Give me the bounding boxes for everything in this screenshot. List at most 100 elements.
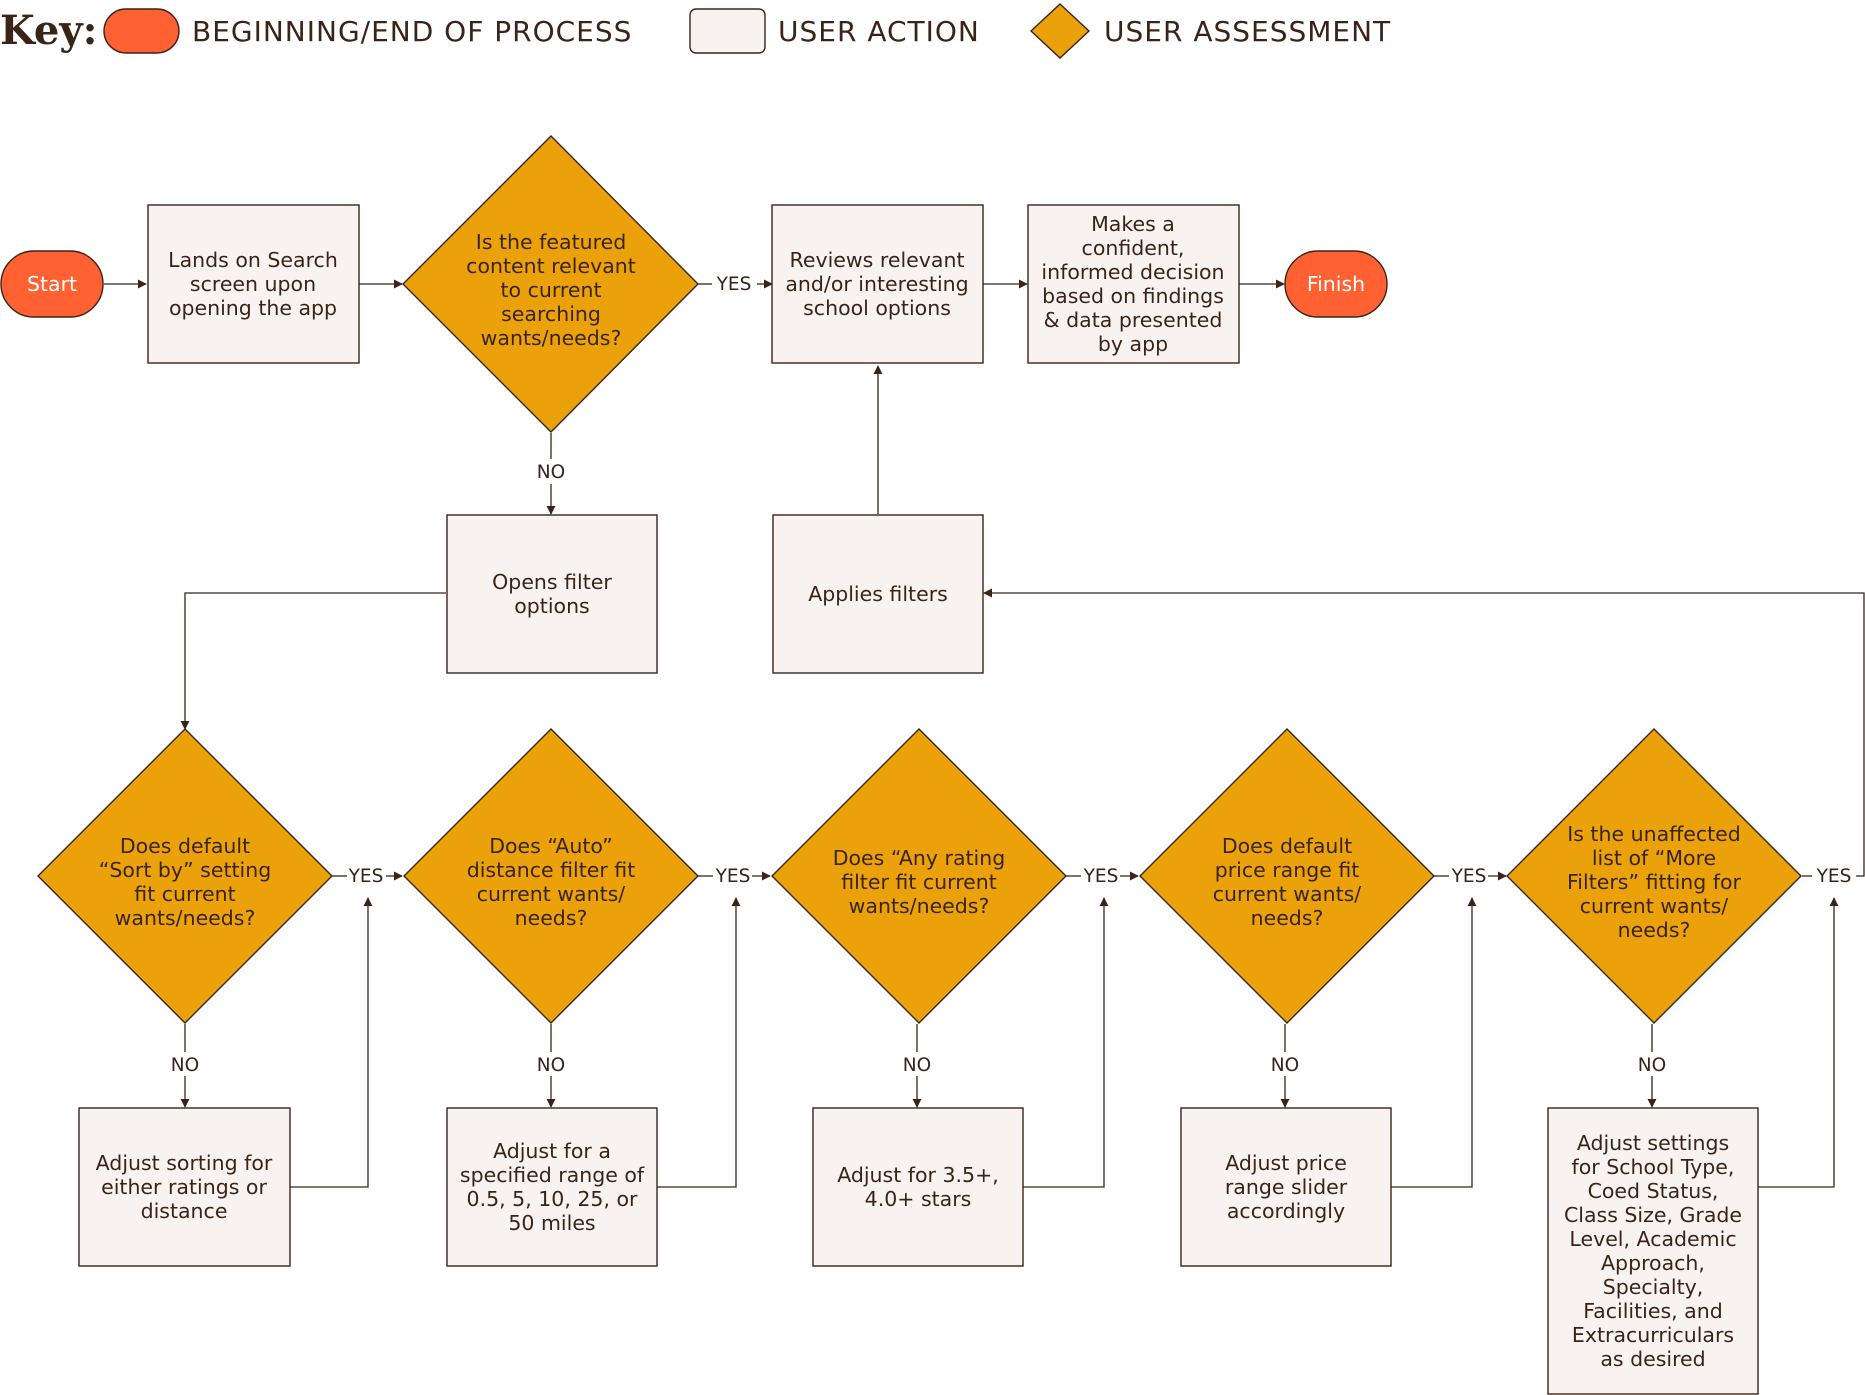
distance-diamond	[403, 728, 699, 1024]
decision-line: based on findings	[1042, 284, 1224, 308]
price-line: price range fit	[1215, 858, 1360, 882]
lands-line: screen upon	[190, 272, 316, 296]
adjust-distance-node	[446, 1107, 658, 1267]
sortby-diamond	[37, 728, 333, 1024]
adj-price-line: range slider	[1225, 1175, 1348, 1199]
featured-line: content relevant	[466, 254, 636, 278]
decision-node	[1027, 204, 1240, 364]
reviews-options-node	[771, 204, 984, 364]
featured-line: to current	[500, 278, 601, 302]
opens-filter-line: Opens filter	[492, 570, 612, 594]
label-yes-featured: YES	[716, 274, 752, 295]
adjust-rating-node	[812, 1107, 1024, 1267]
adj-sort-line: either ratings or	[101, 1175, 267, 1199]
label-no-distance: NO	[537, 1055, 565, 1076]
rating-line: filter fit current	[841, 870, 997, 894]
decision-line: by app	[1098, 332, 1168, 356]
price-line: needs?	[1251, 906, 1324, 930]
finish-line: Finish	[1307, 272, 1365, 296]
adj-sort-line: Adjust sorting for	[96, 1151, 273, 1175]
label-no-more: NO	[1638, 1055, 1666, 1076]
adj-distance-line: 50 miles	[508, 1211, 595, 1235]
more-filters-line: list of “More	[1592, 846, 1716, 870]
finish-node-text: Finish	[1307, 272, 1365, 296]
legend-terminal-label: BEGINNING/END OF PROCESS	[192, 15, 632, 48]
legend-terminal-swatch	[103, 8, 180, 54]
decision-line: informed decision	[1041, 260, 1224, 284]
adj-price-line: Adjust price	[1225, 1151, 1347, 1175]
featured-content-diamond	[402, 135, 699, 433]
adj-distance-line: specified range of	[460, 1163, 645, 1187]
adj-more-line: for School Type,	[1572, 1155, 1735, 1179]
finish-node	[1284, 250, 1388, 318]
more-filters-line: current wants/	[1580, 894, 1729, 918]
rating-line: wants/needs?	[849, 894, 990, 918]
sortby-line: fit current	[134, 882, 235, 906]
price-line: Does default	[1222, 834, 1352, 858]
adj-more-line: Facilities, and	[1583, 1299, 1722, 1323]
adjust-price-node	[1180, 1107, 1392, 1267]
adj-more-line: Specialty,	[1603, 1275, 1704, 1299]
sortby-line: “Sort by” setting	[99, 858, 272, 882]
sortby-line: wants/needs?	[115, 906, 256, 930]
opens-filter-line: options	[514, 594, 590, 618]
lands-line: Lands on Search	[168, 248, 338, 272]
edge-adjmore-return	[1758, 897, 1839, 1188]
opens-filter-node	[446, 514, 658, 674]
label-no-sortby: NO	[171, 1055, 199, 1076]
label-no-featured: NO	[537, 462, 565, 483]
label-no-price: NO	[1271, 1055, 1299, 1076]
price-line: current wants/	[1213, 882, 1362, 906]
adj-sort-line: distance	[141, 1199, 228, 1223]
decision-line: Makes a	[1091, 212, 1175, 236]
edge-adjrating-return	[1023, 897, 1109, 1188]
adjust-sorting-node	[78, 1107, 291, 1267]
featured-line: Is the featured	[476, 230, 626, 254]
edge-opens-to-sortby	[180, 592, 446, 730]
adj-rating-line: Adjust for 3.5+,	[837, 1163, 999, 1187]
lands-line: opening the app	[169, 296, 337, 320]
sortby-line: Does default	[120, 834, 250, 858]
rating-line: Does “Any rating	[833, 846, 1006, 870]
adj-more-line: Extracurriculars	[1572, 1323, 1734, 1347]
distance-line: needs?	[515, 906, 588, 930]
label-yes-more: YES	[1816, 866, 1852, 887]
lands-on-search-node	[147, 204, 360, 364]
adj-more-line: Class Size, Grade	[1564, 1203, 1742, 1227]
distance-line: distance filter fit	[467, 858, 636, 882]
legend: Key: BEGINNING/END OF PROCESS USER ACTIO…	[0, 3, 1390, 59]
start-line: Start	[27, 272, 77, 296]
applies-filters-text: Applies filters	[808, 582, 948, 606]
adj-more-line: Approach,	[1601, 1251, 1705, 1275]
more-filters-line: needs?	[1618, 918, 1691, 942]
start-node	[0, 250, 104, 318]
adj-distance-line: Adjust for a	[493, 1139, 611, 1163]
edge-adjdistance-return	[657, 897, 741, 1188]
featured-line: searching	[501, 302, 601, 326]
adj-more-line: Adjust settings	[1577, 1131, 1729, 1155]
decision-line: & data presented	[1044, 308, 1223, 332]
label-yes-price: YES	[1451, 866, 1487, 887]
legend-assessment-swatch	[1029, 3, 1091, 59]
more-filters-line: Filters” fitting for	[1567, 870, 1742, 894]
adj-more-line: Level, Academic	[1569, 1227, 1736, 1251]
edge-labels: YES NO YES YES YES YES YES NO NO NO NO N…	[171, 274, 1852, 1076]
more-filters-diamond	[1506, 728, 1802, 1024]
label-yes-distance: YES	[715, 866, 751, 887]
reviews-line: and/or interesting	[785, 272, 968, 296]
legend-title: Key:	[0, 7, 97, 54]
